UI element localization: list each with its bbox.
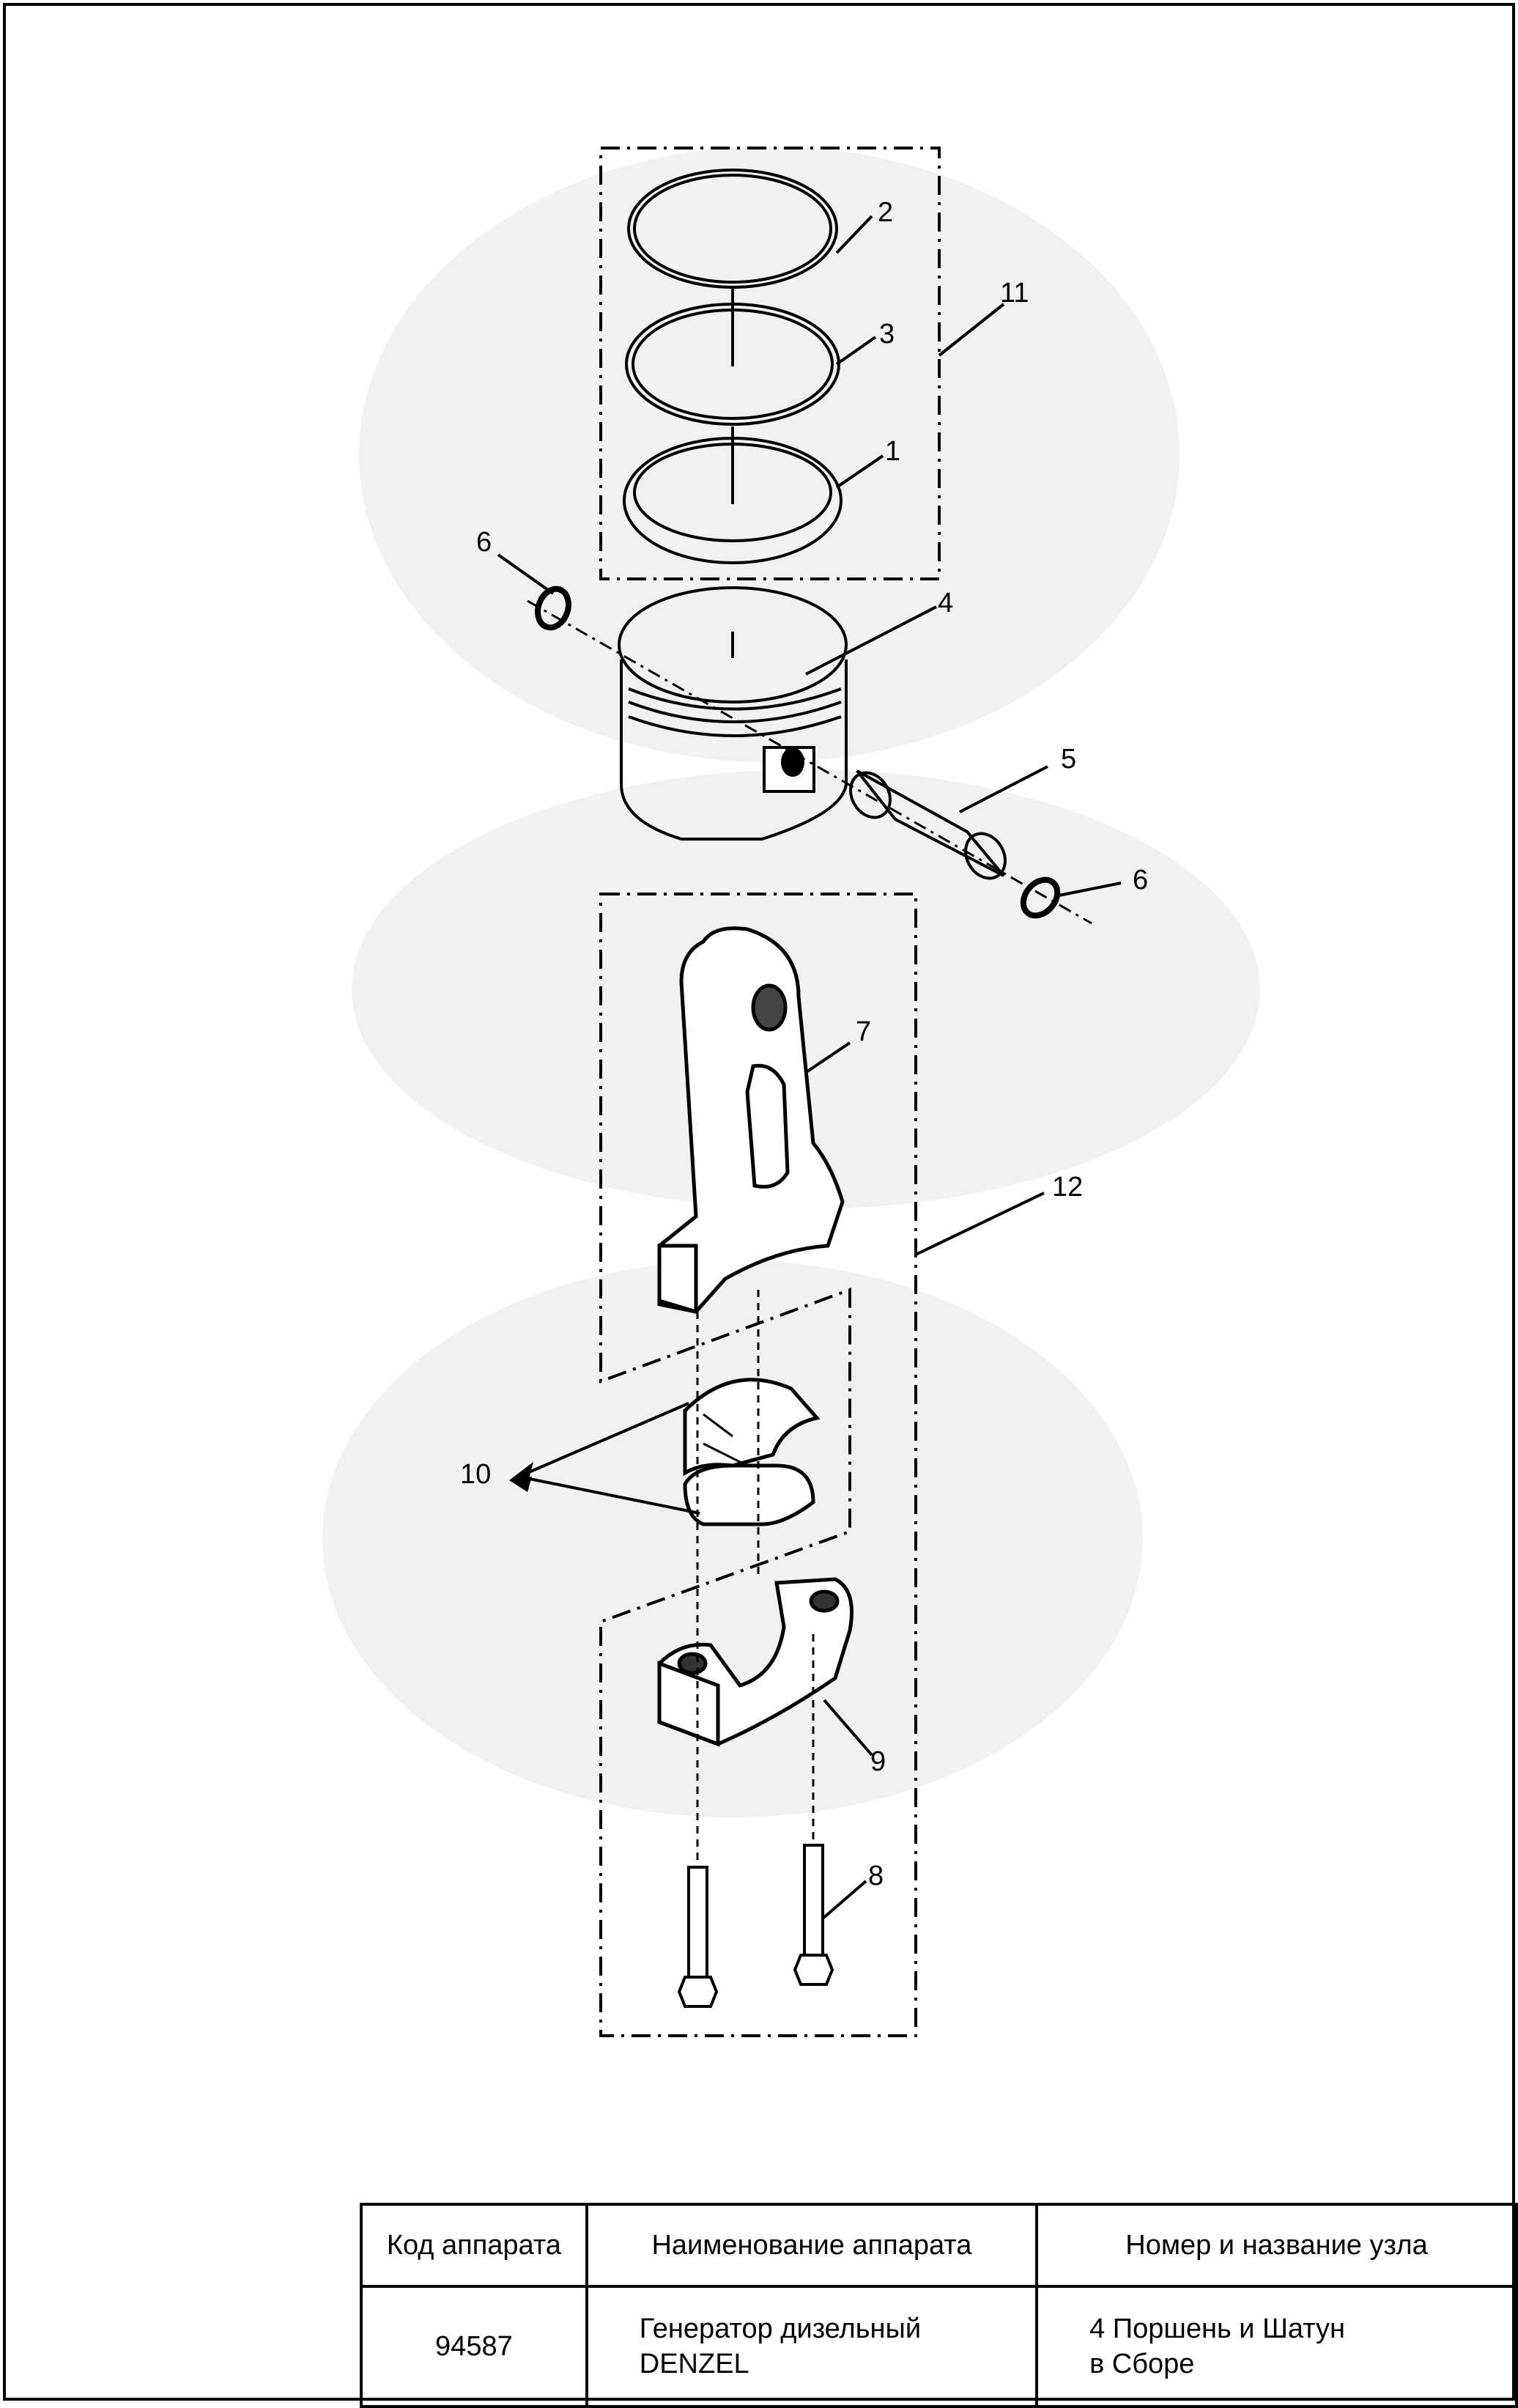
rod-cap (657, 1577, 854, 1747)
leader-lines (497, 215, 1122, 1920)
circlip-left (535, 586, 571, 631)
unit-name-line-2: в Сборе (1089, 2349, 1195, 2379)
callout-10: 10 (460, 1459, 491, 1490)
group-box-11 (599, 147, 941, 580)
callout-3: 3 (879, 319, 895, 350)
value-device-code: 94587 (360, 2285, 588, 2408)
value-unit-name: 4 Поршень и Шатун в Сборе (1035, 2285, 1518, 2408)
unit-name-line-1: 4 Поршень и Шатун (1089, 2313, 1346, 2344)
device-name-line-1: Генератор дизельный (639, 2313, 922, 2344)
title-block-header-row: Код аппарата Наименование аппарата Номер… (360, 2203, 1518, 2288)
bolt-right (793, 1844, 834, 1986)
callout-1: 1 (885, 436, 900, 467)
callout-6-right: 6 (1133, 865, 1148, 895)
ring-1 (623, 426, 843, 564)
assembly-lines (696, 1290, 815, 1861)
header-device-code: Код аппарата (360, 2203, 588, 2288)
callout-9: 9 (870, 1746, 886, 1777)
pin-axis (527, 599, 1092, 925)
piston-pin (849, 769, 1007, 880)
device-name-line-2: DENZEL (639, 2349, 749, 2379)
exploded-view-diagram: 2 3 1 11 4 5 6 6 7 12 10 9 8 (322, 147, 1260, 2037)
title-block-value-row: 94587 Генератор дизельный DENZEL 4 Порше… (360, 2285, 1518, 2408)
piston (618, 586, 848, 841)
callout-8: 8 (868, 1861, 884, 1891)
group-box-12 (599, 893, 917, 2037)
circlip-right (1020, 876, 1061, 919)
leader-arrows (509, 1462, 533, 1492)
callout-6-left: 6 (476, 527, 492, 558)
header-unit-name: Номер и название узла (1035, 2203, 1518, 2288)
callout-4: 4 (938, 588, 953, 618)
watermark (322, 147, 1260, 1817)
callout-11: 11 (1000, 278, 1029, 309)
value-device-name: Генератор дизельный DENZEL (585, 2285, 1039, 2408)
title-block: Код аппарата Наименование аппарата Номер… (360, 2203, 1518, 2408)
connecting-rod (657, 926, 845, 1315)
callout-2: 2 (878, 197, 893, 228)
callout-7: 7 (856, 1016, 871, 1047)
callout-5: 5 (1061, 744, 1076, 775)
bearing-shells (683, 1378, 821, 1526)
callout-12: 12 (1052, 1172, 1083, 1203)
header-device-name: Наименование аппарата (585, 2203, 1039, 2288)
bolt-left (677, 1866, 719, 2008)
